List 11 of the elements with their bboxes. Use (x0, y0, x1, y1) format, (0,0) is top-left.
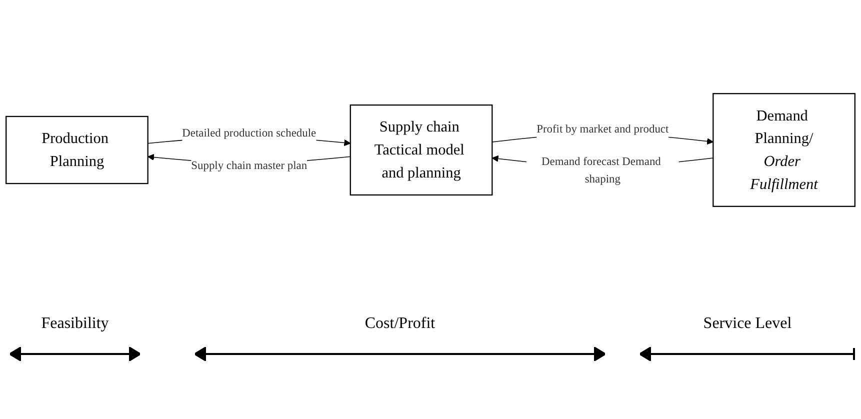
flow-diagram: Detailed production schedule Supply chain master plan Profit by market and product Demand forecast Demand shaping Production Planning Supply chain Tactical model and planning Demand Planning/ Order Fulfillment (0, 0, 861, 300)
node-box (712, 93, 856, 207)
range-label: Cost/Profit (364, 315, 436, 333)
range-label: Feasibility (41, 315, 109, 333)
edge-label: Demand forecast Demand shaping (542, 156, 661, 185)
edge-label: Detailed production schedule (182, 128, 316, 140)
node-box (350, 104, 493, 196)
edge-label: Profit by market and product (536, 123, 669, 136)
range-label: Service Level (703, 315, 792, 333)
edge-label: Supply chain master plan (191, 160, 308, 172)
node-box (6, 116, 148, 184)
